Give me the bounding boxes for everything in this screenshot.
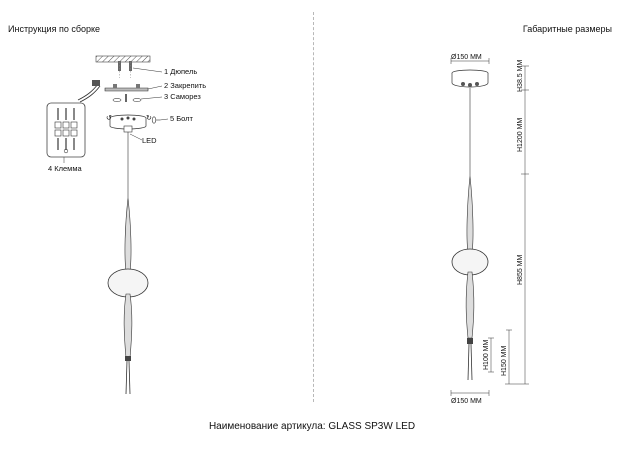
section-divider: [313, 12, 314, 402]
label-bolt: 5 Болт: [170, 114, 194, 123]
ceiling: [95, 55, 151, 63]
dim-top-diameter: Ø150 ММ: [451, 54, 482, 61]
dimensions-heading: Габаритные размеры: [522, 24, 612, 34]
canopy-part: ↺ ↻: [106, 114, 152, 133]
luminaire-body: [107, 197, 149, 395]
article-caption: Наименование артикула: GLASS SP3W LED: [208, 421, 416, 432]
assembly-diagram: 1 Дюпель 2 Закрепить 3 Саморез: [46, 55, 206, 395]
terminal-block: [46, 102, 86, 158]
label-terminal: 4 Клемма: [48, 164, 82, 173]
dim-cable-length: H1200 MM: [517, 118, 524, 152]
assembly-heading: Инструкция по сборке: [8, 24, 101, 34]
bolt-part: [151, 116, 160, 124]
dowel-parts: [118, 61, 132, 78]
wire-connector: [92, 80, 100, 86]
dim-tail-height: H150 MM: [501, 345, 508, 376]
label-screw: 3 Саморез: [164, 92, 201, 101]
screw-parts: [112, 94, 142, 102]
dim-body-height: H855 MM: [517, 254, 524, 285]
label-dowel: 1 Дюпель: [164, 67, 197, 76]
label-led: LED: [142, 136, 157, 145]
arrow-left-icon: ↺: [106, 115, 112, 122]
bracket-part: [104, 84, 149, 92]
dimension-diagram: Ø150 ММ H38.5: [450, 54, 529, 405]
canopy-dim-view: [451, 69, 489, 88]
dim-tip-height: H100 MM: [483, 339, 490, 370]
dim-bottom-diameter: Ø150 ММ: [451, 398, 482, 405]
label-bracket: 2 Закрепить: [164, 81, 206, 90]
luminaire-dim-view: [451, 175, 489, 381]
dim-canopy-height: H38.5 MM: [517, 60, 524, 92]
arrow-right-icon: ↻: [146, 115, 152, 122]
